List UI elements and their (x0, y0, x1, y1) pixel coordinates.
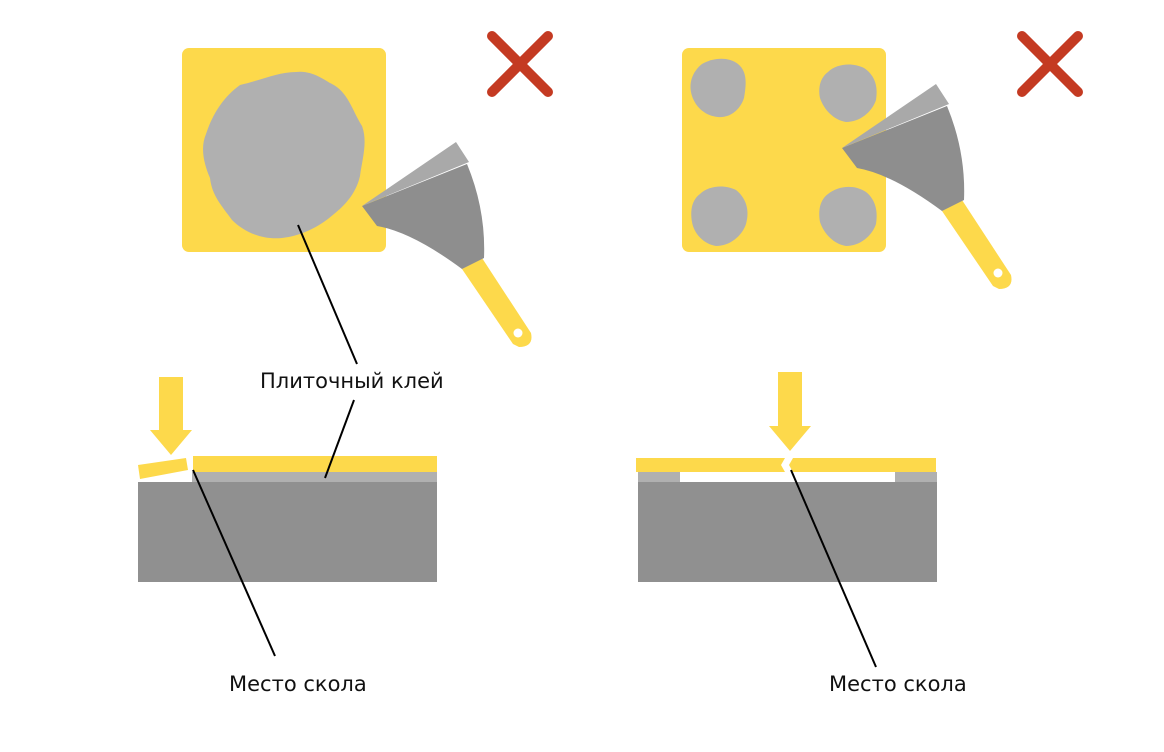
right-trowel-icon (842, 84, 1012, 289)
leader-chip-left (192, 469, 276, 657)
adhesive-dot-bottom-right (819, 186, 877, 246)
right-tile-top-view (682, 48, 886, 252)
left-arrow-down-icon (150, 377, 192, 455)
left-cross-section (138, 377, 437, 582)
left-broken-tile-piece (138, 458, 188, 479)
chip-location-label-left: Место скола (229, 672, 367, 696)
right-tile-left-part (636, 458, 785, 472)
right-cross-section (636, 372, 937, 582)
right-adhesive-left (638, 472, 680, 482)
left-base (138, 482, 437, 582)
left-tile-top-view (182, 48, 386, 252)
leader-adhesive-bottom (324, 399, 355, 479)
left-tile-section (193, 456, 437, 472)
chip-location-label-right: Место скола (829, 672, 967, 696)
left-adhesive-blob (203, 71, 365, 239)
right-adhesive-right (895, 472, 937, 482)
leader-lines (192, 224, 877, 668)
adhesive-label: Плиточный клей (260, 369, 444, 393)
right-tile-right-part (789, 458, 936, 472)
right-arrow-down-icon (769, 372, 811, 451)
left-adhesive-layer (192, 472, 437, 482)
adhesive-dot-top-left (690, 58, 746, 118)
left-trowel-icon (362, 142, 532, 347)
right-base (638, 482, 937, 582)
right-cross-icon (1017, 31, 1083, 97)
leader-chip-right (790, 469, 877, 668)
adhesive-dot-top-right (819, 64, 877, 122)
adhesive-dot-bottom-left (691, 186, 748, 246)
left-cross-icon (487, 31, 553, 97)
leader-adhesive-top (297, 224, 358, 365)
